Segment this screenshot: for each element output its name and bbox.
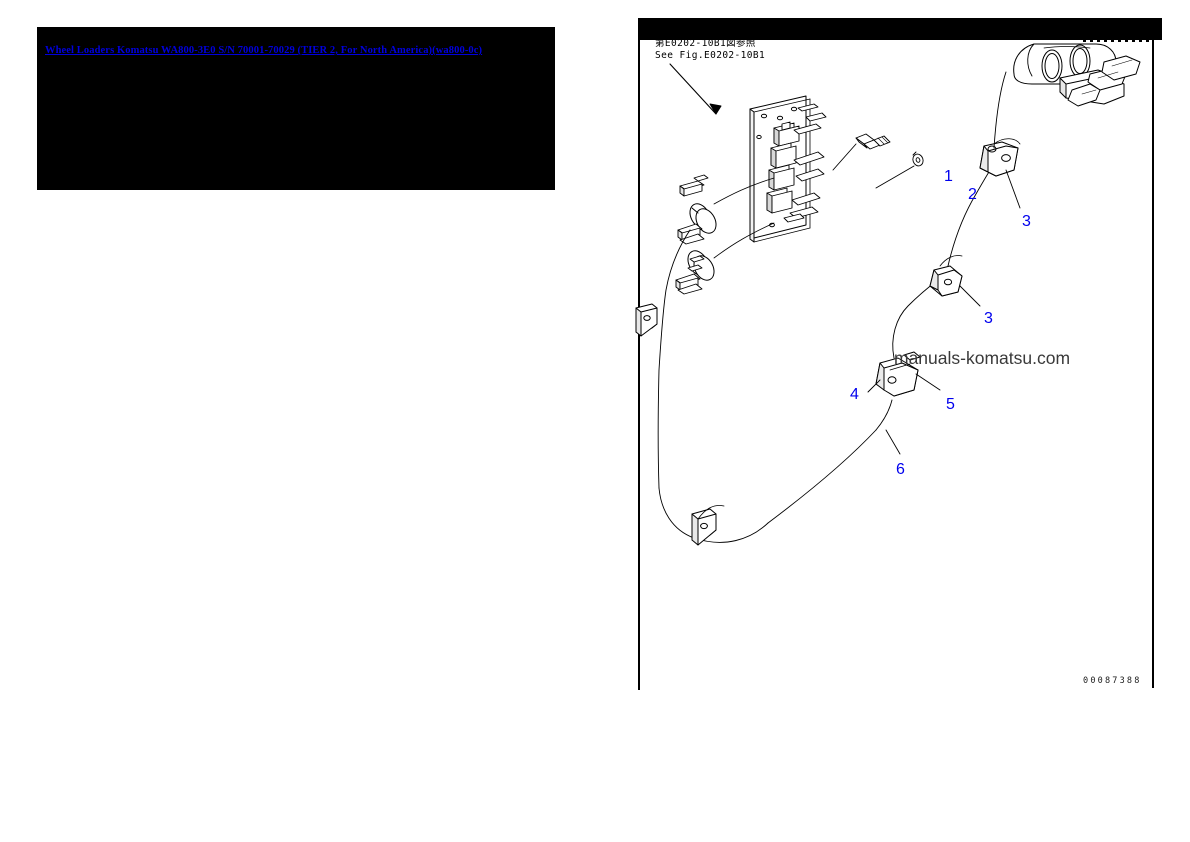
drawing-frame-right-border — [1152, 40, 1154, 688]
reference-note-en: See Fig.E0202-10B1 — [655, 49, 766, 61]
callout-6: 6 — [896, 461, 905, 478]
callout-1: 1 — [944, 168, 953, 185]
callout-3-mid: 3 — [984, 310, 993, 327]
drawing-top-bar — [638, 18, 1162, 40]
left-panel: Wheel Loaders Komatsu WA800-3E0 S/N 7000… — [37, 27, 555, 190]
reference-note-jp: 第E0202-10B1図参照 — [655, 38, 756, 49]
document-title-link[interactable]: Wheel Loaders Komatsu WA800-3E0 S/N 7000… — [45, 45, 483, 56]
drawing-code: 00087388 — [1083, 676, 1142, 686]
drawing-dotted-rule — [1083, 40, 1153, 42]
callout-5: 5 — [946, 396, 955, 413]
callout-4: 4 — [850, 386, 859, 403]
wiring-harness-drawing — [635, 43, 1141, 546]
title-block: Wheel Loaders Komatsu WA800-3E0 S/N 7000… — [37, 27, 555, 190]
callout-2: 2 — [968, 186, 977, 203]
callout-3-upper: 3 — [1022, 213, 1031, 230]
reference-note: 第E0202-10B1図参照 See Fig.E0202-10B1 — [655, 38, 765, 61]
drawing-frame-left-border — [638, 40, 640, 690]
drawing-panel: 第E0202-10B1図参照 See Fig.E0202-10B1 — [628, 18, 1168, 698]
